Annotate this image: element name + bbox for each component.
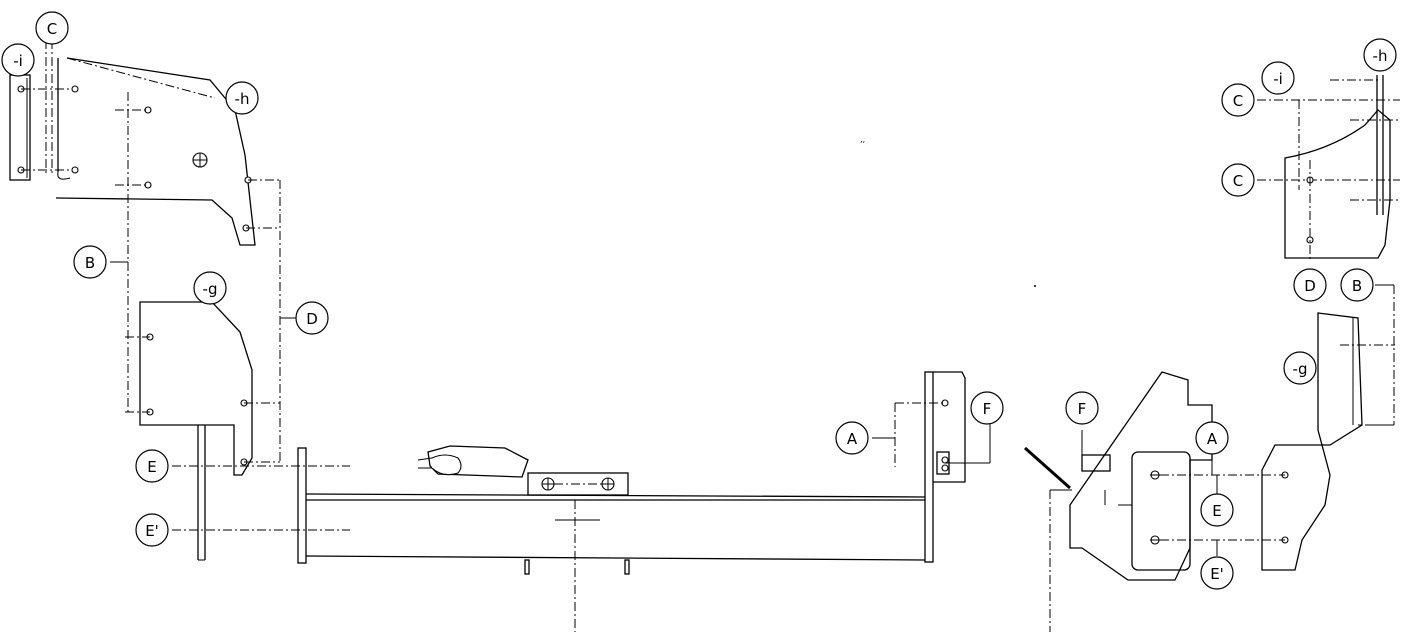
right-plate-h — [1284, 109, 1391, 259]
callout-left-c: C — [35, 11, 69, 45]
callout-label: E' — [1210, 565, 1224, 583]
callout-label: A — [1207, 430, 1218, 448]
callout-right-c-top: C — [1221, 83, 1255, 117]
lower-bracket-plate-g — [139, 301, 253, 476]
callout-left-g: -g — [193, 271, 227, 305]
right-block-plate — [1069, 371, 1213, 581]
callout-right-i: -i — [1261, 61, 1295, 95]
callout-circle — [35, 11, 69, 45]
callout-right-h: -h — [1363, 38, 1397, 72]
callout-circle — [1283, 351, 1317, 385]
callout-label: A — [847, 430, 858, 448]
callout-circle — [1200, 556, 1234, 590]
stray-mark: ʼʼ — [860, 140, 865, 149]
callout-circle — [1, 43, 35, 77]
clamp-claw — [427, 445, 529, 478]
stray-dot — [1034, 285, 1036, 287]
callout-label: -h — [1373, 47, 1388, 65]
right-plate-g — [1261, 312, 1363, 571]
callout-circle — [1221, 83, 1255, 117]
callout-circle — [135, 513, 169, 547]
callout-circle — [135, 449, 169, 483]
callout-center-f: F — [970, 391, 1004, 425]
callout-circle — [1363, 38, 1397, 72]
callout-circle — [1261, 61, 1295, 95]
left-bracket-group — [9, 40, 350, 561]
callout-label: D — [306, 310, 318, 328]
callout-label: -g — [203, 280, 218, 298]
callout-label: F — [1078, 400, 1087, 418]
callout-circle — [1195, 421, 1229, 455]
callout-right-e-prime: E' — [1200, 556, 1234, 590]
callout-label: -i — [1273, 70, 1283, 88]
callout-left-e-prime: E' — [135, 513, 169, 547]
callout-right-e: E — [1200, 493, 1234, 527]
callout-label: D — [1304, 277, 1316, 295]
callout-label: -i — [13, 52, 23, 70]
callout-circle — [1200, 493, 1234, 527]
callout-right-f: F — [1065, 391, 1099, 425]
callout-circle — [193, 271, 227, 305]
callout-circle — [1340, 268, 1374, 302]
callout-right-g: -g — [1283, 351, 1317, 385]
callout-label: E — [1212, 502, 1221, 520]
callout-circle — [225, 81, 259, 115]
callout-label: F — [983, 400, 992, 418]
callout-label: C — [1233, 172, 1243, 190]
central-beam — [297, 371, 991, 632]
callout-left-e: E — [135, 449, 169, 483]
callout-circle — [1065, 391, 1099, 425]
callout-circle — [73, 245, 107, 279]
callout-right-a: A — [1195, 421, 1229, 455]
callout-left-i: -i — [1, 43, 35, 77]
callout-label: C — [1233, 92, 1243, 110]
callout-label: B — [1352, 277, 1362, 295]
callout-circle — [970, 391, 1004, 425]
callout-circle — [1293, 268, 1327, 302]
top-bracket-plate-h — [55, 57, 256, 246]
callout-label: E — [147, 458, 156, 476]
callout-circle — [835, 421, 869, 455]
callout-center-a: A — [835, 421, 869, 455]
callout-right-c-mid: C — [1221, 163, 1255, 197]
callout-left-h: -h — [225, 81, 259, 115]
callout-circle — [295, 301, 329, 335]
callout-right-b: B — [1340, 268, 1374, 302]
callout-left-d: D — [295, 301, 329, 335]
callout-label: -g — [1293, 360, 1308, 378]
callout-circle — [1221, 163, 1255, 197]
callout-label: -h — [235, 90, 250, 108]
callout-label: E' — [145, 522, 159, 540]
callout-label: C — [47, 20, 57, 38]
callout-right-d: D — [1293, 268, 1327, 302]
callout-left-b: B — [73, 245, 107, 279]
right-assembly-group — [1024, 75, 1400, 632]
callout-label: B — [85, 254, 95, 272]
